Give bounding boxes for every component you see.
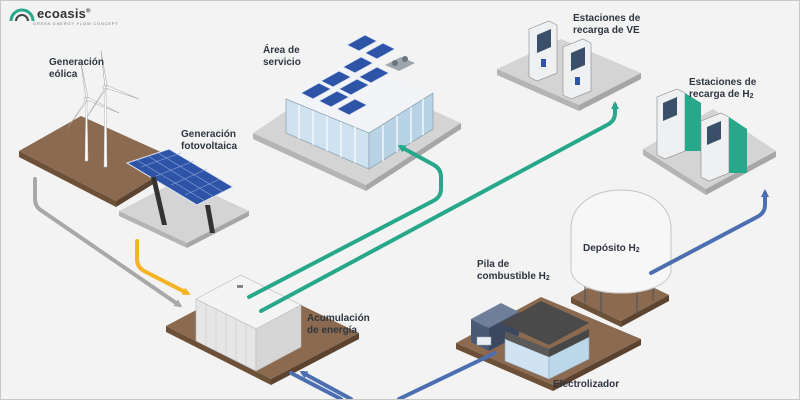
storage-return-flow-line <box>299 371 353 399</box>
label-electrolizador: Electrolizador <box>553 379 620 390</box>
solar-flow-line <box>135 239 191 295</box>
ev-charging-platform <box>497 20 641 111</box>
h2-charging-platform <box>643 88 776 195</box>
solar-platform <box>119 148 249 248</box>
storage-output-flow-line <box>289 371 343 399</box>
wind-flow-line <box>33 177 183 308</box>
ev-charger-icon <box>528 20 592 100</box>
label-deposito-h2: Depósito H2 <box>583 243 640 254</box>
service-flow-line <box>247 145 443 299</box>
ecoasis-logo-icon <box>9 8 35 22</box>
energy-storage-platform <box>166 274 359 385</box>
brand-tagline: GREEN ENERGY FLOW CONCEPT <box>33 21 119 26</box>
electrolyzer-flow-line <box>397 351 497 399</box>
wind-turbine-icon <box>66 50 140 168</box>
hydrogen-tank-platform <box>570 189 672 327</box>
service-area-platform <box>253 34 461 191</box>
ev-flow-line <box>259 101 619 313</box>
h2-dispenser-icon <box>656 88 747 182</box>
h2-flow-line <box>649 189 769 275</box>
electrolyzer-platform <box>456 297 641 391</box>
brand-name: ecoasis® <box>37 6 91 21</box>
